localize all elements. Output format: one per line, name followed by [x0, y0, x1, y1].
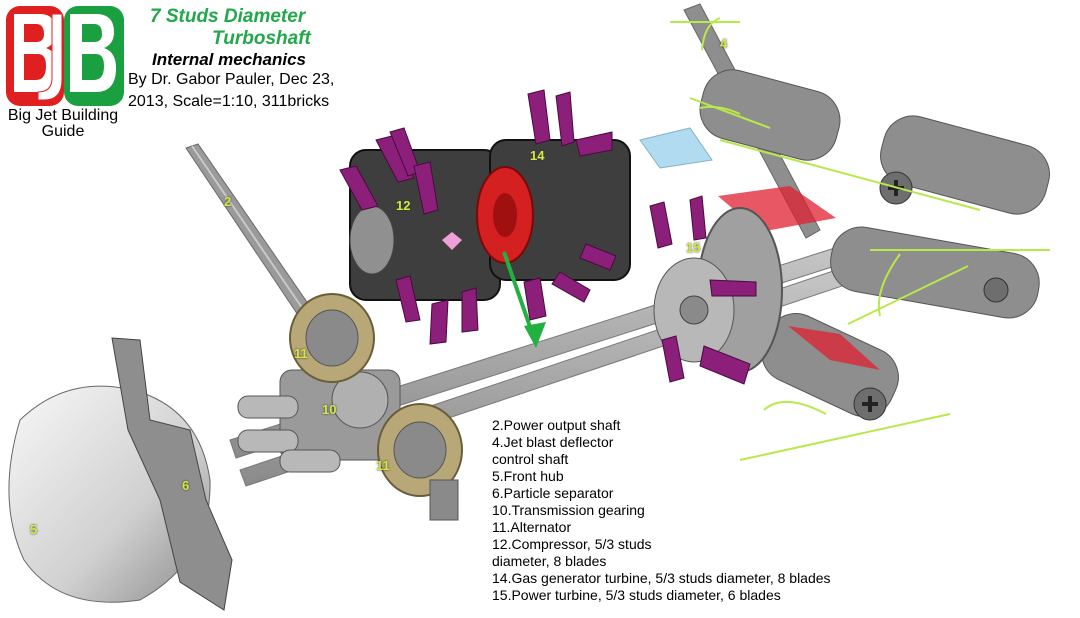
legend-item: 6.Particle separator: [492, 485, 614, 501]
label-5: 5: [30, 522, 38, 537]
legend-item: 15.Power turbine, 5/3 studs diameter, 6 …: [492, 587, 781, 603]
legend-item: 4.Jet blast deflector: [492, 434, 614, 450]
logo-caption: Big Jet Building Guide: [7, 107, 119, 140]
label-11-top: 11: [294, 346, 308, 361]
compressor-assembly: [349, 139, 631, 301]
label-14: 14: [530, 148, 545, 163]
legend-item: 12.Compressor, 5/3 studs: [492, 536, 652, 552]
label-6: 6: [182, 478, 190, 493]
bjb-logo: [6, 6, 124, 106]
angle-indicators: [670, 17, 1050, 461]
legend-item: control shaft: [492, 451, 569, 467]
label-10: 10: [322, 402, 337, 417]
title-line-2: Turboshaft: [212, 28, 311, 49]
label-4: 4: [720, 36, 728, 51]
legend-item: 2.Power output shaft: [492, 417, 621, 433]
legend-item: 5.Front hub: [492, 468, 564, 484]
label-2: 2: [224, 194, 232, 209]
label-11-bottom: 11: [376, 458, 390, 473]
subtitle: Internal mechanics: [152, 50, 307, 69]
parts-legend: 2.Power output shaft 4.Jet blast deflect…: [492, 417, 831, 604]
label-15: 15: [686, 240, 701, 255]
label-12: 12: [396, 198, 411, 213]
legend-item: 10.Transmission gearing: [492, 502, 645, 518]
legend-item: 11.Alternator: [492, 519, 572, 535]
byline: By Dr. Gabor Pauler, Dec 23, 2013, Scale…: [128, 69, 398, 113]
legend-item: diameter, 8 blades: [492, 553, 607, 569]
legend-item: 14.Gas generator turbine, 5/3 studs diam…: [492, 570, 831, 586]
title-line-1: 7 Studs Diameter: [150, 6, 306, 27]
turbine-blades: [339, 89, 757, 385]
byline-line-1: By Dr. Gabor Pauler, Dec 23,: [128, 71, 335, 88]
byline-line-2: 2013, Scale=1:10, 311bricks: [128, 93, 330, 110]
